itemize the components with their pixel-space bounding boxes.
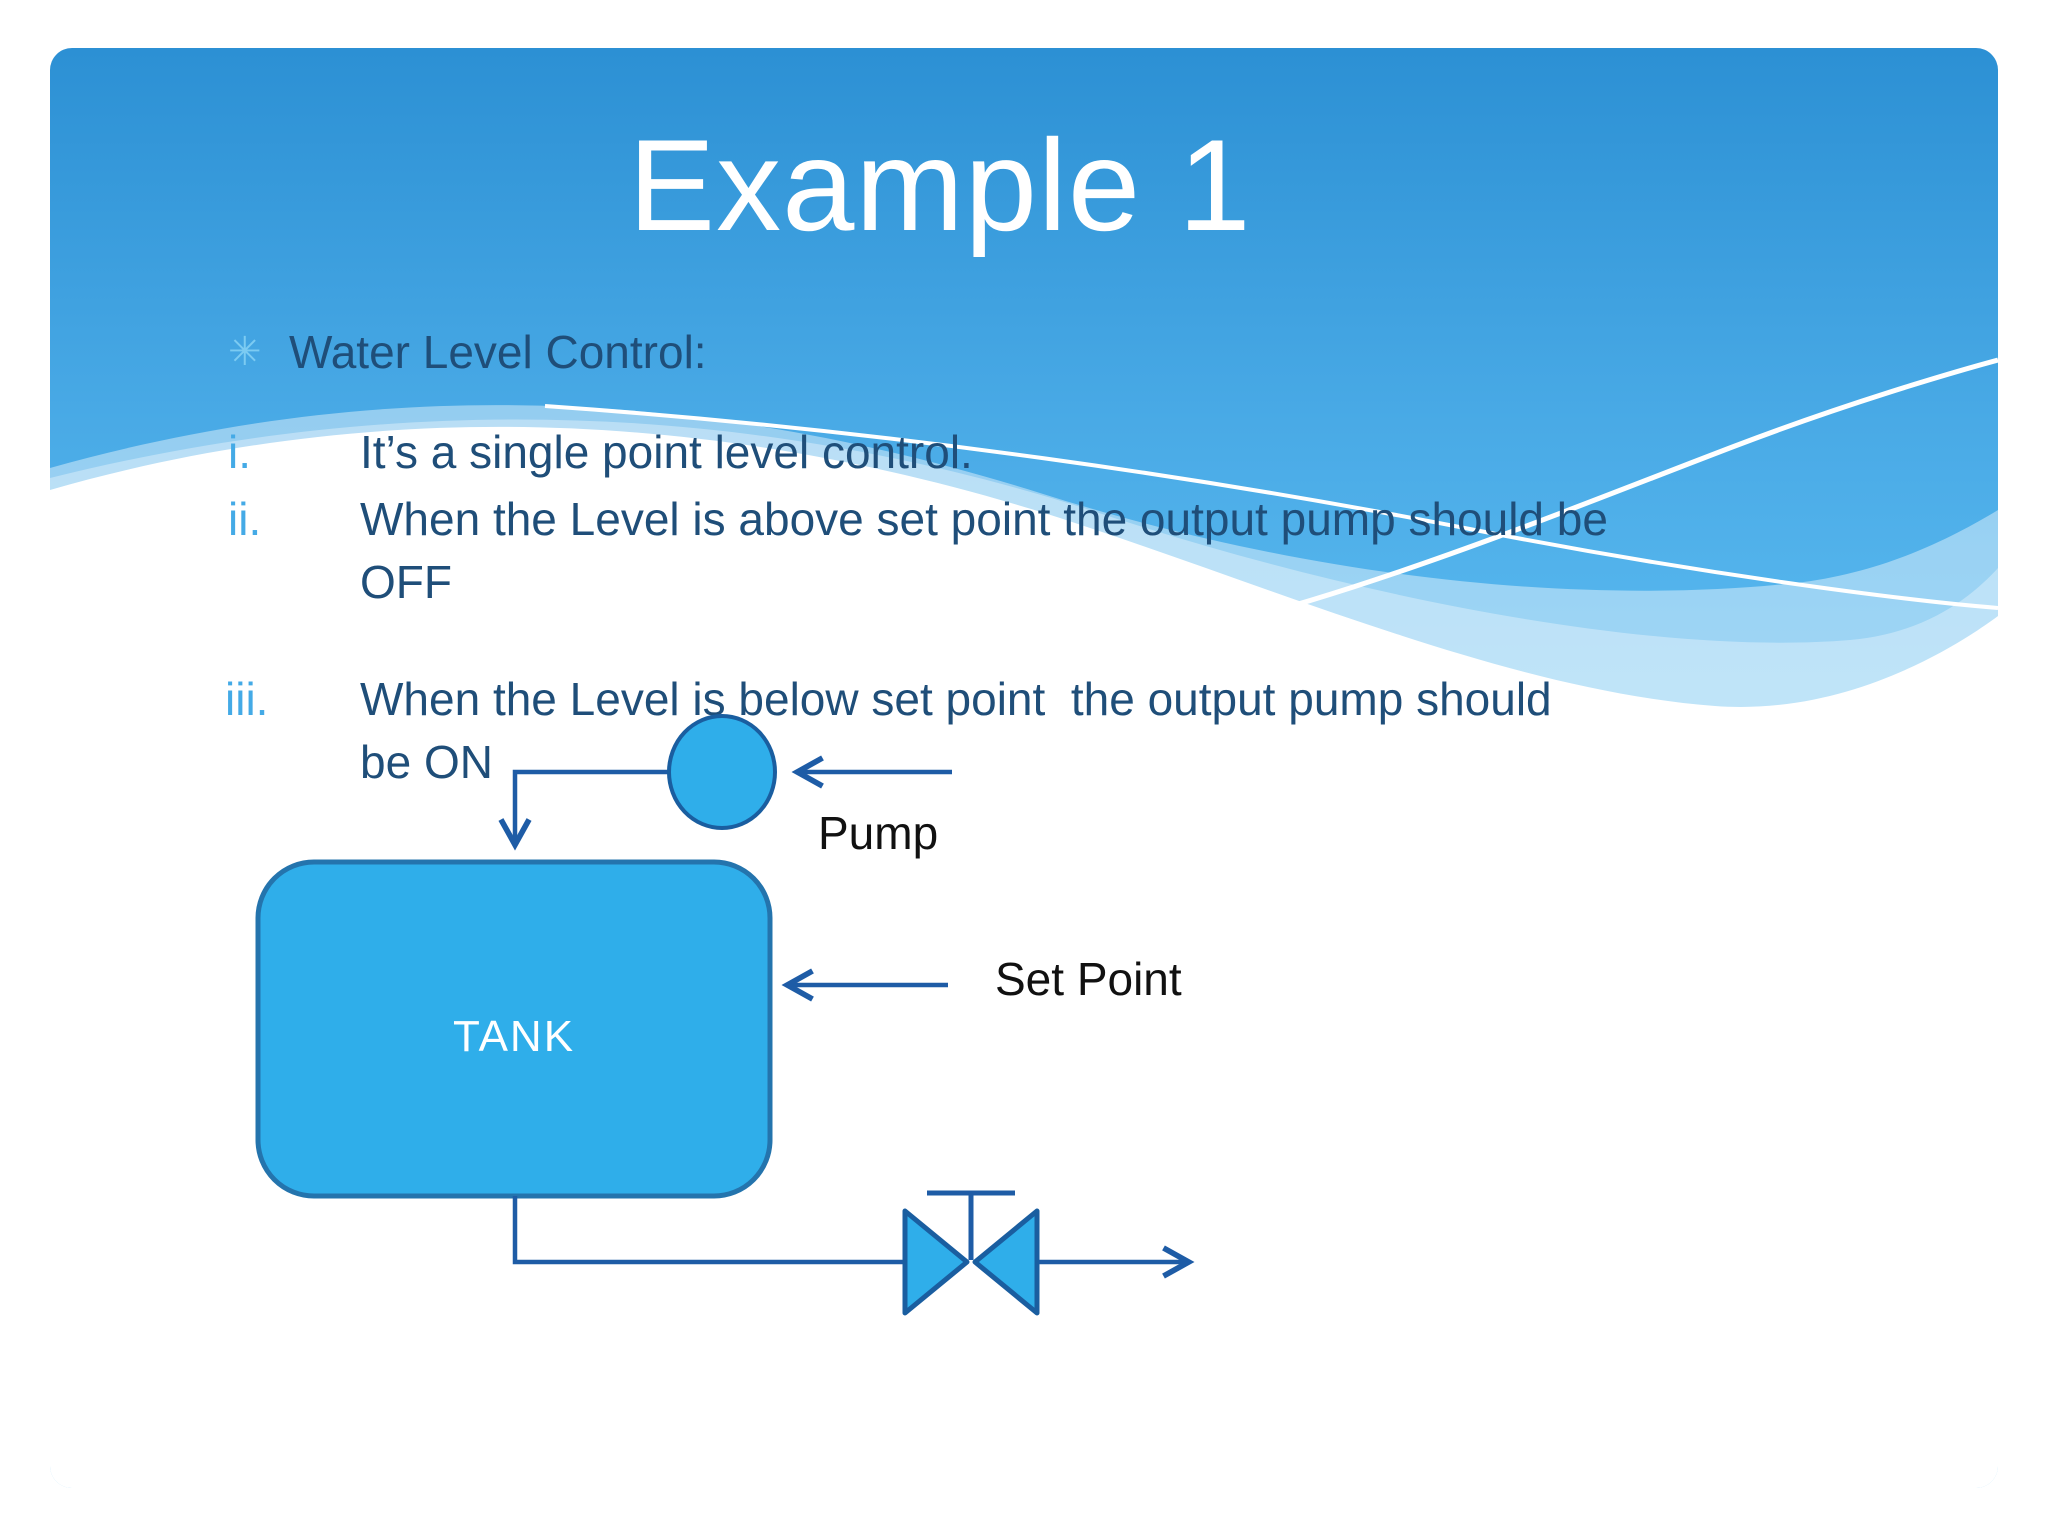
valve-icon <box>902 1208 970 1316</box>
slide-background-panel <box>50 48 1998 1488</box>
list-item-iii-line-1: When the Level is below set point the ou… <box>360 673 1552 725</box>
valve-icon <box>972 1208 1040 1316</box>
wave-white-main <box>50 426 1998 1488</box>
list-numeral-ii: ii. <box>228 493 262 545</box>
list-numeral-iii: iii. <box>225 673 269 725</box>
wave-line-descending <box>544 404 1998 610</box>
list-item-ii-line-1: When the Level is above set point the ou… <box>360 493 1608 545</box>
tank-label: TANK <box>452 1012 576 1061</box>
wave-line-ascending <box>1034 357 1998 666</box>
tank-inlet-pipe-arrow <box>515 769 669 842</box>
pump-circle <box>667 714 777 830</box>
list-item-ii-line-2: OFF <box>360 556 452 608</box>
background-waves <box>50 357 1998 1488</box>
slide-title: Example 1 <box>628 112 1252 258</box>
tank-outlet-pipe <box>512 1196 903 1265</box>
list-item-i-line-1: It’s a single point level control. <box>360 426 973 478</box>
valve-stem <box>927 1190 1015 1260</box>
list-numeral-i: i. <box>228 426 251 478</box>
pump-label: Pump <box>818 807 939 859</box>
setpoint-label: Set Point <box>995 953 1182 1005</box>
asterisk-bullet-icon: ✳ <box>228 330 262 374</box>
bullet-text: Water Level Control: <box>289 326 707 378</box>
list-item-iii-line-2: be ON <box>360 736 493 788</box>
